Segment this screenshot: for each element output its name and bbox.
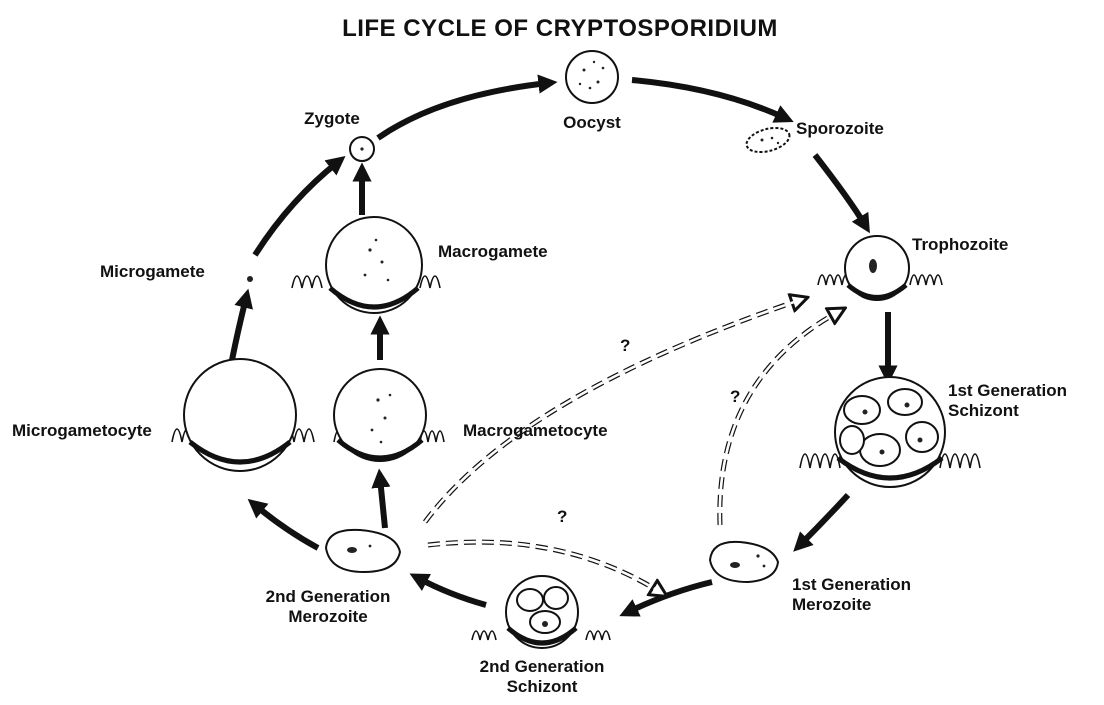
- question-mark-1: ?: [620, 336, 630, 355]
- arrow-schizont1-to-merozoite1: [800, 495, 848, 545]
- label-first-gen-schizont-line1: 1st Generation: [948, 381, 1067, 400]
- oocyst-cell: [566, 51, 618, 103]
- arrow-merozoite2-to-microgametocyte: [255, 505, 318, 548]
- diagram-title: LIFE CYCLE OF CRYPTOSPORIDIUM: [342, 15, 778, 42]
- label-second-gen-schizont-line1: 2nd Generation: [480, 657, 605, 676]
- label-zygote: Zygote: [304, 109, 360, 128]
- label-microgamete: Microgamete: [100, 262, 205, 281]
- arrow-zygote-to-oocyst: [378, 83, 548, 138]
- label-first-gen-schizont-line2: Schizont: [948, 401, 1019, 420]
- arrow-microgametocyte-to-microgamete: [232, 298, 246, 360]
- label-first-gen-merozoite-line1: 1st Generation: [792, 575, 911, 594]
- question-mark-2: ?: [730, 387, 740, 406]
- arrow-schizont2-to-merozoite2: [418, 578, 486, 605]
- label-first-gen-merozoite-line2: Merozoite: [792, 595, 871, 614]
- macrogamete-cell: [292, 217, 440, 313]
- microgamete-cell: [247, 276, 253, 282]
- label-second-gen-schizont-line2: Schizont: [507, 677, 578, 696]
- sporozoite-cell: [744, 124, 792, 157]
- arrow-microgamete-to-zygote: [255, 162, 338, 255]
- label-sporozoite: Sporozoite: [796, 119, 884, 138]
- question-mark-3: ?: [557, 507, 567, 526]
- label-second-gen-merozoite-line2: Merozoite: [288, 607, 367, 626]
- zygote-cell: [350, 137, 374, 161]
- arrow-sporozoite-to-trophozoite: [815, 155, 865, 225]
- dashed-uncertain-arrows: [425, 300, 838, 592]
- label-macrogametocyte: Macrogametocyte: [463, 421, 608, 440]
- arrow-merozoite2-to-macrogametocyte: [380, 478, 385, 528]
- label-macrogamete: Macrogamete: [438, 242, 548, 261]
- label-second-gen-merozoite-line1: 2nd Generation: [266, 587, 391, 606]
- label-oocyst: Oocyst: [563, 113, 621, 132]
- second-gen-merozoite-cell: [326, 530, 400, 572]
- second-gen-schizont-cell: [472, 576, 610, 648]
- label-trophozoite: Trophozoite: [912, 235, 1008, 254]
- arrow-oocyst-to-sporozoite: [632, 80, 785, 118]
- microgametocyte-cell: [172, 359, 314, 471]
- label-microgametocyte: Microgametocyte: [12, 421, 152, 440]
- macrogametocyte-cell: [334, 369, 444, 461]
- first-gen-merozoite-cell: [710, 542, 778, 582]
- arrow-merozoite1-to-schizont2: [628, 582, 712, 612]
